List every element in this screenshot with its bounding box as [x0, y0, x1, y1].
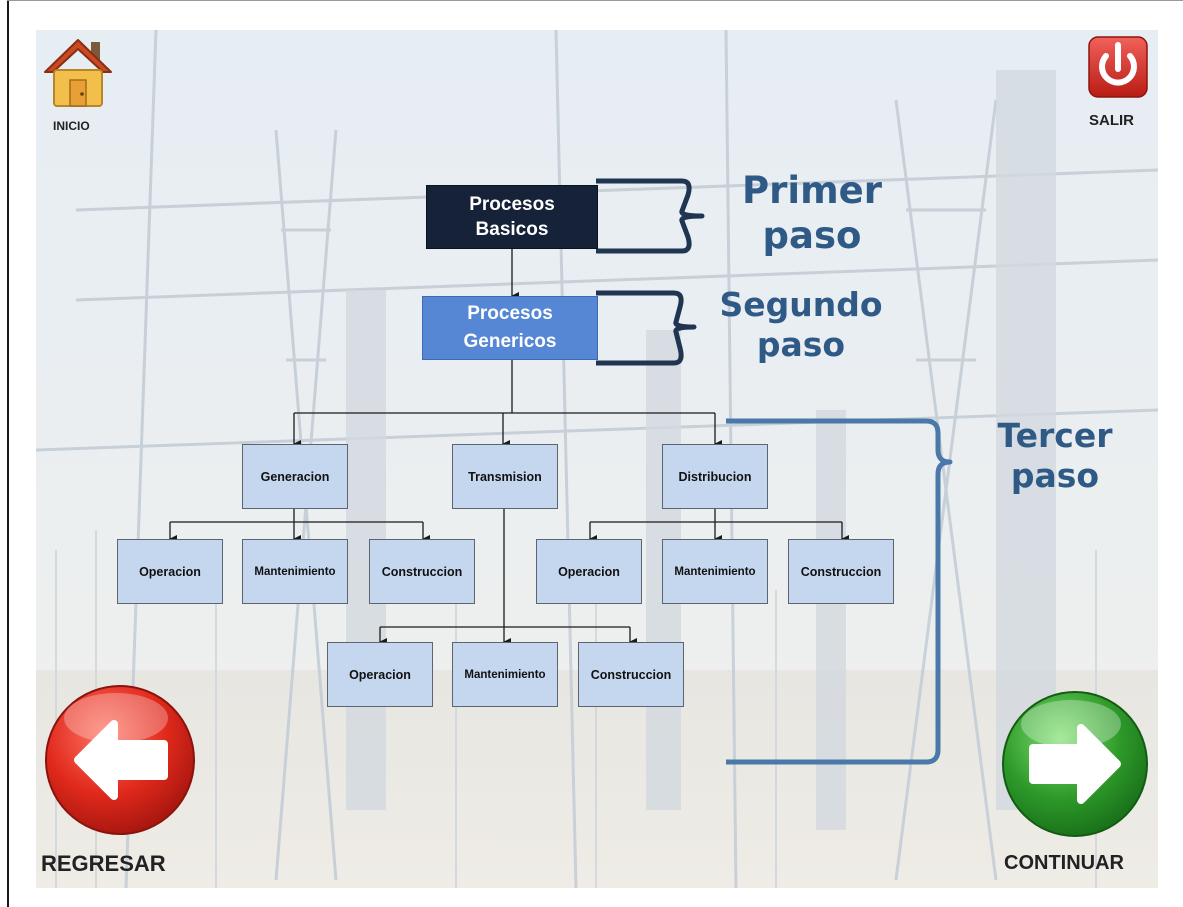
back-button[interactable]: REGRESAR — [40, 680, 240, 888]
box-generacion-mantenimiento: Mantenimiento — [242, 539, 348, 604]
box-transmision: Transmision — [452, 444, 558, 509]
exit-label: SALIR — [1089, 112, 1134, 129]
frame-top-border — [7, 0, 1183, 1]
home-label: INICIO — [53, 119, 90, 133]
box-distribucion-mantenimiento: Mantenimiento — [662, 539, 768, 604]
box-generacion-construccion: Construccion — [369, 539, 475, 604]
bracket-third-step — [726, 418, 953, 765]
box-distribucion-construccion: Construccion — [788, 539, 894, 604]
power-icon — [1088, 36, 1148, 98]
label-segundo-paso: Segundo paso — [719, 285, 883, 365]
diagram-connectors — [169, 178, 953, 765]
home-icon — [44, 39, 112, 107]
box-generacion-operacion: Operacion — [117, 539, 223, 604]
box-generacion: Generacion — [242, 444, 348, 509]
box-transmision-construccion: Construccion — [578, 642, 684, 707]
box-distribucion: Distribucion — [662, 444, 768, 509]
box-transmision-mantenimiento: Mantenimiento — [452, 642, 558, 707]
label-primer-paso: Primer paso — [742, 169, 882, 258]
exit-button[interactable]: SALIR — [1084, 34, 1154, 134]
bracket-first-step — [596, 178, 705, 254]
box-distribucion-operacion: Operacion — [536, 539, 642, 604]
arrow-right-icon — [1002, 691, 1148, 837]
box-transmision-operacion: Operacion — [327, 642, 433, 707]
bracket-second-step — [596, 290, 697, 366]
slide: INICIO SALIR — [36, 30, 1158, 888]
back-label: REGRESAR — [41, 851, 166, 876]
home-button[interactable]: INICIO — [40, 34, 114, 134]
box-procesos-genericos: Procesos Genericos — [422, 296, 598, 360]
frame-left-border — [7, 0, 9, 907]
label-tercer-paso: Tercer paso — [997, 416, 1113, 496]
arrow-left-icon — [45, 685, 195, 835]
box-procesos-basicos: Procesos Basicos — [426, 185, 598, 249]
next-button[interactable]: CONTINUAR — [996, 686, 1156, 886]
next-label: CONTINUAR — [1004, 852, 1124, 874]
